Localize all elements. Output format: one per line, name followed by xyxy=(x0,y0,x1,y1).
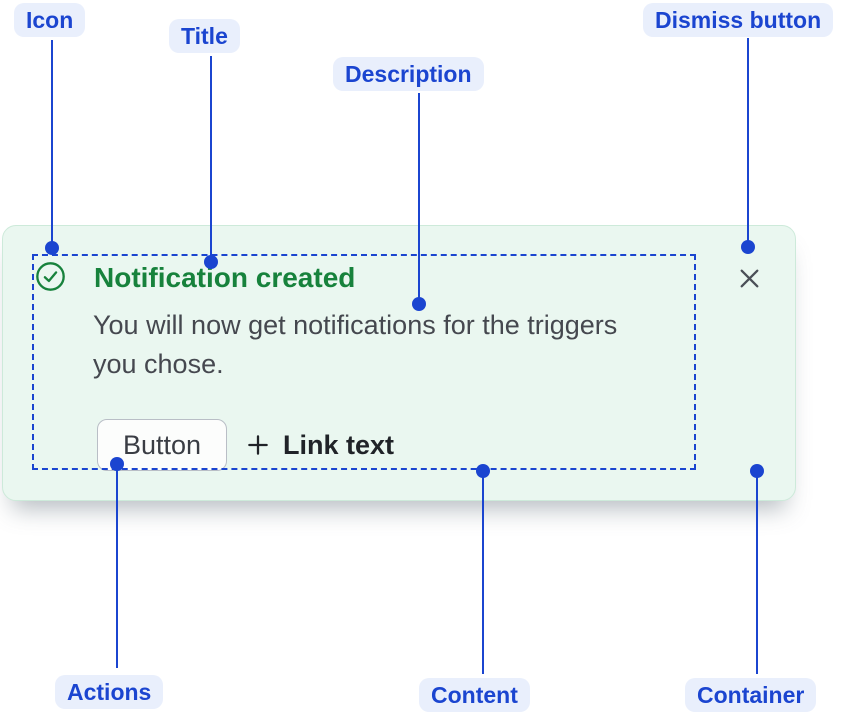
connector-dot-icon xyxy=(45,241,59,255)
annotation-label-description: Description xyxy=(333,57,484,91)
connector-dot-container xyxy=(750,464,764,478)
action-link[interactable]: Link text xyxy=(245,419,394,471)
connector-line-content xyxy=(482,471,484,674)
connector-line-title xyxy=(210,56,212,262)
connector-line-dismiss xyxy=(747,38,749,247)
dismiss-button[interactable] xyxy=(729,258,769,298)
check-circle-icon xyxy=(35,261,66,292)
annotation-label-actions: Actions xyxy=(55,675,164,709)
connector-dot-actions xyxy=(110,457,124,471)
close-icon xyxy=(737,266,762,291)
action-link-label: Link text xyxy=(283,429,395,460)
connector-dot-dismiss xyxy=(741,240,755,254)
notification-description: You will now get notifications for the t… xyxy=(93,310,618,379)
connector-line-icon xyxy=(51,40,53,248)
connector-line-actions xyxy=(116,464,118,668)
annotation-label-content: Content xyxy=(419,678,530,712)
connector-line-description xyxy=(418,93,420,304)
connector-line-container xyxy=(756,471,758,674)
annotation-label-dismiss-button: Dismiss button xyxy=(643,3,834,37)
plus-icon xyxy=(245,432,271,458)
annotation-label-icon: Icon xyxy=(14,3,86,37)
notification-title: Notification created xyxy=(94,262,356,293)
annotation-label-container: Container xyxy=(685,678,817,712)
connector-dot-content xyxy=(476,464,490,478)
annotation-label-title: Title xyxy=(169,19,240,53)
connector-dot-title xyxy=(204,255,218,269)
connector-dot-description xyxy=(412,297,426,311)
